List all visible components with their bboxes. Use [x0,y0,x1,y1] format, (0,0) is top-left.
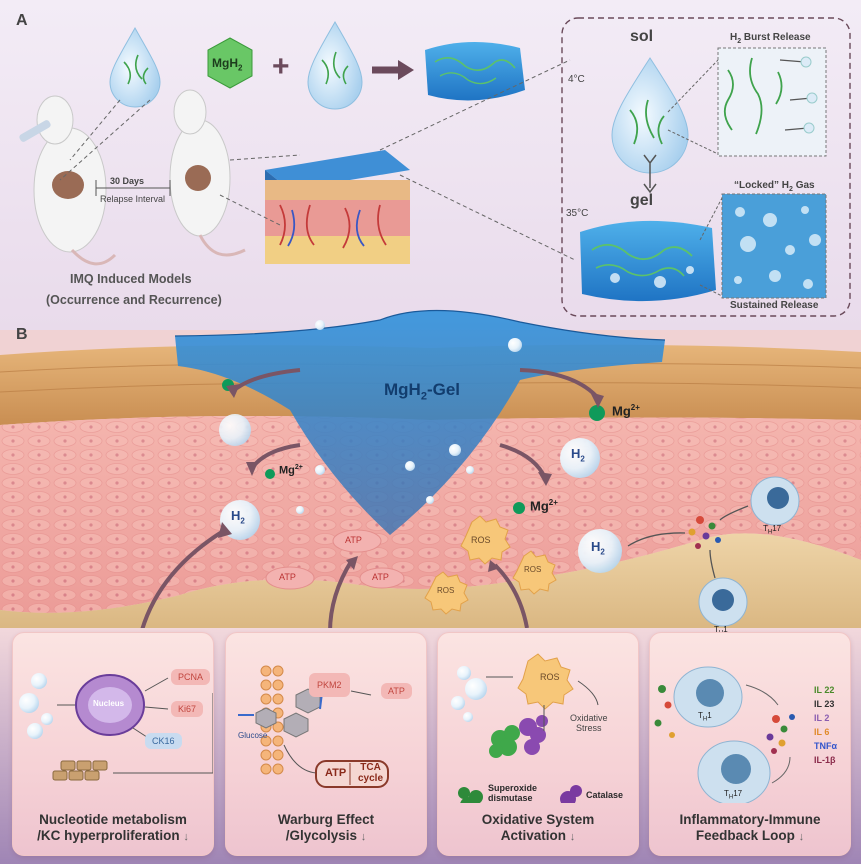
panel-1-title: Nucleotide metabolism /KC hyperprolifera… [37,812,189,843]
panel-a-letter: A [16,12,28,29]
mgh2-gel-wedge [175,310,665,535]
interval-days: 30 Days [110,176,145,186]
cytokine-label: IL 22 [814,685,835,695]
interval-label: Relapse Interval [100,194,166,204]
h2-label: H2 [231,508,245,526]
mgh2-gel-block [425,41,525,101]
temp-sol: 4°C [568,74,585,85]
atp-blob [359,567,405,589]
atp-box-label: ATP [325,767,347,779]
atp-chip: ATP [381,683,412,699]
mg-ion-label: Mg2+ [612,403,640,419]
h2-bubbles [219,320,622,573]
mouse-occurrence [19,95,117,266]
ck16-chip: CK16 [145,733,182,749]
skin-cross-section [265,150,410,264]
ki67-chip: Ki67 [171,701,204,717]
cytokine-item: IL-1β [814,753,837,767]
gel-state-block [580,220,716,302]
hydrogel-droplet [307,20,363,110]
pcna-chip: PCNA [171,669,211,685]
panel-nucleotide-metabolism: Nucleus PCNA Ki67 CK16 Nucleotide metabo… [12,632,214,856]
mg-ion-dot [589,405,605,421]
nucleus-label: Nucleus [93,699,125,708]
sol-gel-box [561,17,851,317]
gel-title: MgH2-Gel [384,380,461,403]
models-line-2: (Occurrence and Recurrence) [46,293,222,307]
temp-gel: 35°C [566,208,589,219]
gel-label: gel [630,192,654,209]
cytokine-dots [688,516,721,549]
mg-ion-label: Mg2+ [530,498,558,514]
panel-3-title: Oxidative System Activation ↓ [481,812,595,843]
atp-blob [332,529,382,553]
catalase-label: Catalase [586,790,624,800]
atp-blob [265,566,315,590]
models-line-1: IMQ Induced Models [70,272,192,286]
panel-4-art [654,666,795,803]
panel-3-art [451,653,599,803]
effect-arrows [140,528,529,633]
sustained-release-label: Sustained Release [730,300,819,311]
cytokine-item: IL 2 [814,711,837,725]
cytokine-label: IL 6 [814,727,830,737]
sol-label: sol [630,28,654,45]
cytokine-label: TNFα [814,741,838,751]
ros-label: ROS [437,586,455,595]
mg-ion-dot [265,469,275,479]
locked-gas-label: “Locked” H2 Gas [734,180,815,193]
panel-4-title: Inflammatory-Immune Feedback Loop ↓ [679,812,821,843]
dermis [0,533,861,640]
ros-label: ROS [471,535,491,545]
mgh2-crystal [207,37,253,89]
pkm2-chip: PKM2 [309,673,350,697]
cytokine-item: IL 22 [814,683,837,697]
atp-label: ATP [279,572,296,582]
h2-label: H2 [571,446,585,464]
th17-cell-label: TH17 [724,789,743,801]
phase-transition-arrow [643,154,657,194]
mg-ion-dot [513,502,525,514]
cytokine-label: IL-1β [814,755,836,765]
th1-cell [698,577,748,627]
panel-1-art [19,673,213,781]
cytokine-item: IL 23 [814,697,837,711]
atp-label: ATP [345,535,362,545]
ros-label: ROS [540,672,560,682]
mgh2-label: MgH2 [212,56,243,73]
plus-sign: + [272,50,290,83]
th17-cell [750,476,800,526]
cytokine-item: TNFα [814,739,837,753]
h2-label: H2 [591,539,605,557]
glucose-label: Glucose [238,731,268,740]
ros-label: ROS [524,565,542,574]
panel-b-letter: B [16,326,28,343]
cytokine-label: IL 23 [814,699,835,709]
cytokine-label: IL 2 [814,713,830,723]
mg-ion-label: Mg2+ [279,464,303,477]
atp-label: ATP [372,572,389,582]
panel-2-title: Warburg Effect /Glycolysis ↓ [277,812,375,843]
interval-bracket [95,180,171,196]
th1-cell-label: TH1 [698,711,712,723]
mouse-recurrence [169,89,246,257]
th17-label: TH17 [763,524,782,536]
hydrogel-droplet-small [109,26,161,108]
ros-cluster [424,515,557,615]
burst-release-label: H2 Burst Release [730,32,811,45]
cytokine-item: IL 6 [814,725,837,739]
